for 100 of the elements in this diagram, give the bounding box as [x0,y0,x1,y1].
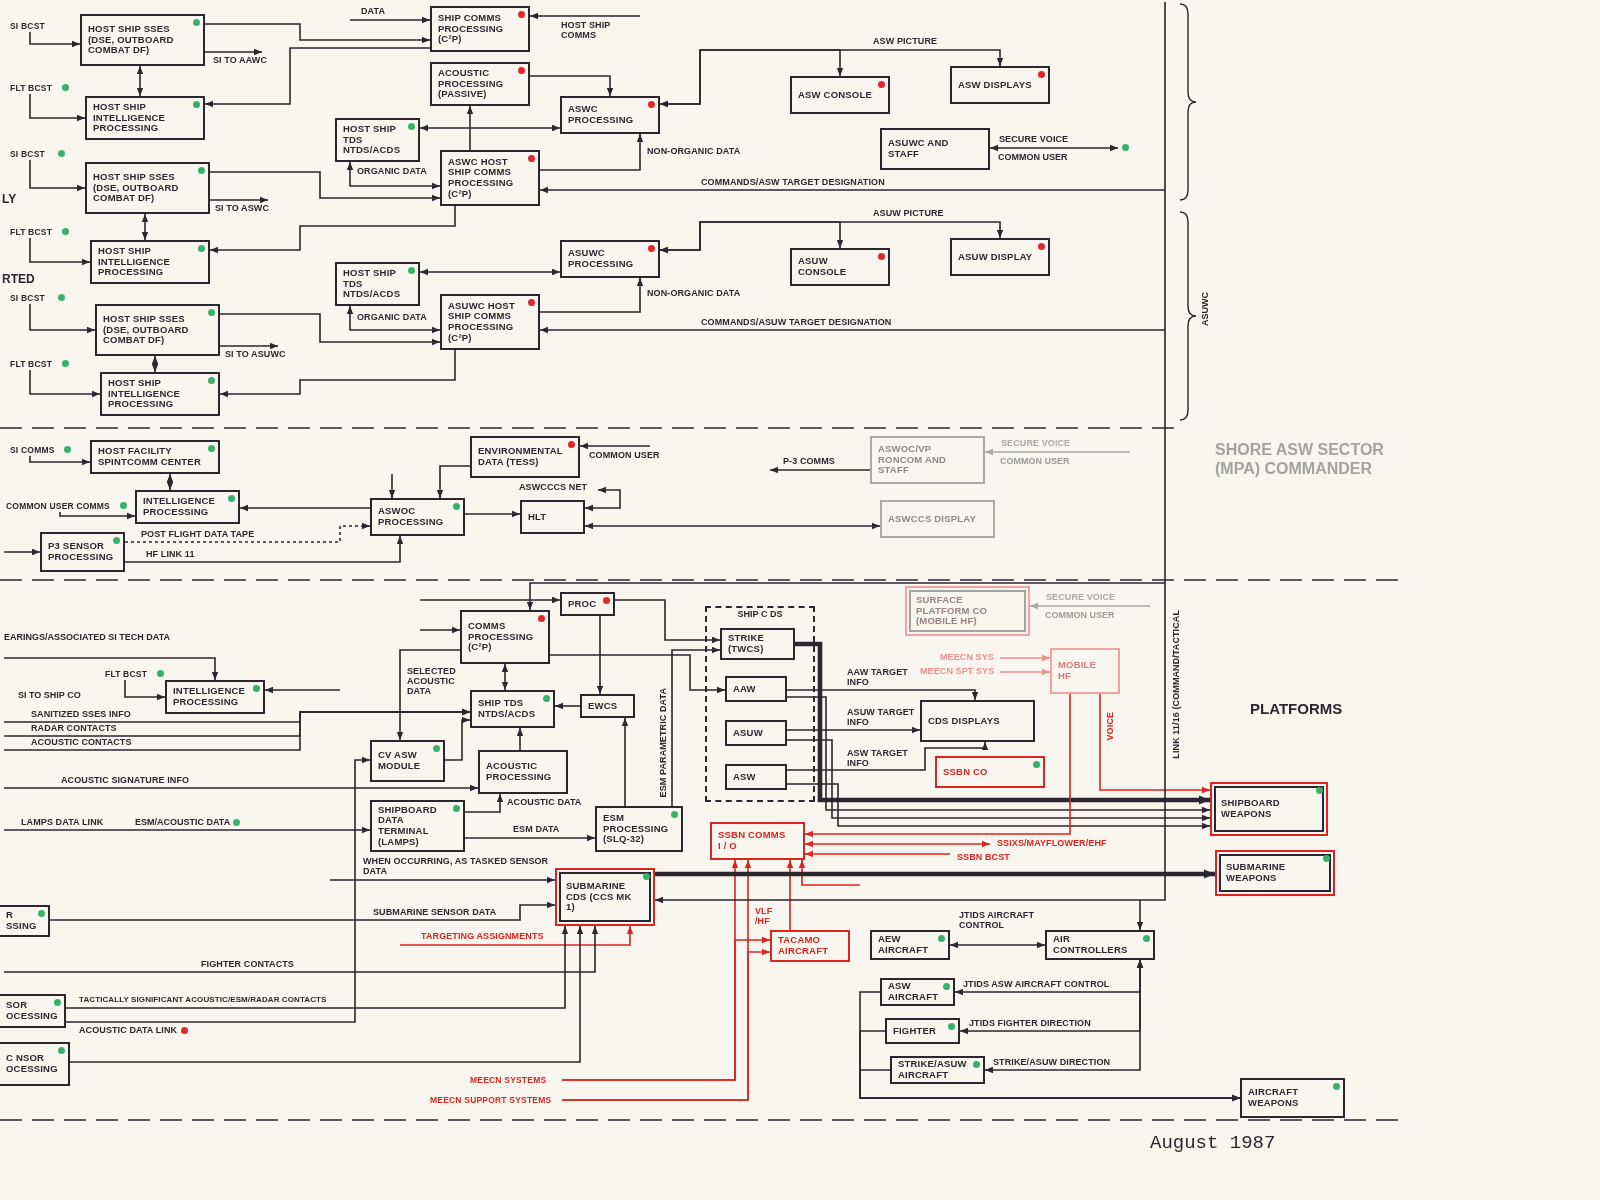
signal-label: MEECN SYSTEMS [470,1074,547,1086]
node-label: INTELLIGENCE PROCESSING [143,496,217,518]
node-label: R SSING [6,910,38,932]
process-box [135,490,240,524]
edge-label: MEECN SPT SYS [919,666,996,676]
arrow [209,205,456,254]
arrow [3,784,479,792]
arrow [786,726,921,734]
arrow [436,465,471,499]
arrow [464,510,521,518]
arrow [614,599,721,644]
process-box [725,764,787,790]
edge-label: SECURE VOICE [1045,592,1117,602]
edge-label: SANITIZED SSES INFO [30,709,132,719]
arrow [3,657,219,681]
node-label: ASW DISPLAYS [958,79,1033,91]
arrow [526,582,1166,611]
arrow [3,708,471,751]
arrow [859,1069,1241,1102]
process-box [165,680,265,714]
arrow [69,925,584,1063]
arrow [29,237,91,266]
annotation-text: EARINGS/ASSOCIATED SI TECH DATA [4,632,170,642]
node-label: HOST SHIP INTELLIGENCE PROCESSING [108,378,182,410]
node-label: HOST SHIP TDS NTDS/ACDS [343,268,402,300]
node-label: HOST SHIP SSES (DSE, OUTBOARD COMBAT DF) [103,314,190,346]
arrow [219,349,456,398]
edge-label: NON-ORGANIC DATA [646,288,742,298]
node-label: SSBN CO [943,766,989,778]
process-box [1240,1078,1345,1118]
edge-label: ASUW PICTURE [872,208,945,218]
arrow [29,455,91,466]
node-label: ASUW [733,727,764,739]
arrow [561,948,771,1101]
edge-label: VOICE [1104,712,1116,741]
edge-label: ASUW TARGET INFO [846,707,916,727]
node-label: SURFACE PLATFORM CO (MOBILE HF) [916,595,989,627]
node-label: AAW [733,683,757,695]
arrow [804,693,1071,838]
arrow [999,654,1051,662]
edge-label: TACTICALLY SIGNIFICANT ACOUSTIC/ESM/RADAR CONTACTS [78,995,328,1005]
arrow [786,741,989,771]
process-box [720,628,795,660]
node-label: ASW [733,771,757,783]
edge-label: ASWCCCS NET [518,482,589,492]
node-label: ENVIRONMENTAL DATA (TESS) [478,446,564,468]
edge-label: ACOUSTIC CONTACTS [30,737,133,747]
double-arrow [346,161,441,190]
process-box [1050,648,1120,694]
arrow [529,12,641,20]
double-arrow [659,49,1004,108]
double-arrow [419,124,561,132]
signal-label: MEECN SUPPORT SYSTEMS [430,1094,552,1106]
edge-label: ACOUSTIC DATA LINK [78,1025,179,1035]
arrow [596,615,604,695]
arrow [539,326,1166,334]
process-box [870,930,950,960]
arrow [124,522,371,543]
arrow [655,869,1215,879]
node-label: AEW AIRCRAFT [878,934,930,956]
edge-label: MEECN SYS [939,652,995,662]
node-label: STRIKE (TWCS) [728,633,766,655]
edge-label: RADAR CONTACTS [30,723,118,733]
process-box [370,800,465,852]
process-box [470,690,555,728]
arrow [786,696,1211,814]
process-box [920,700,1035,742]
process-box [560,240,660,278]
node-label: HOST SHIP INTELLIGENCE PROCESSING [98,246,172,278]
process-box [90,240,210,284]
edge-label: SSBN BCST [956,852,1011,862]
arrow [1099,693,1211,794]
edge-label: LINK 11/16 (COMMAND/TACTICAL [1170,610,1182,759]
process-box [770,930,850,962]
node-label: EWCS [588,700,619,712]
process-box [335,118,420,162]
arrow [399,925,634,946]
arrow [3,826,371,834]
node-label: ACOUSTIC PROCESSING (PASSIVE) [438,68,505,100]
node-label: ASWCCS DISPLAY [888,513,977,525]
edge-label: STRIKE/ASUW DIRECTION [992,1057,1112,1067]
process-box [580,694,635,718]
node-label: CDS DISPLAYS [928,715,1001,727]
process-box [100,372,220,416]
arrow [561,936,771,1081]
arrow [219,342,279,350]
edge-label: ORGANIC DATA [356,166,428,176]
arrow [671,646,721,807]
arrow [549,654,726,694]
region-label: RTED [2,272,35,286]
arrow [1029,602,1151,610]
double-arrow [949,941,1046,949]
process-box [370,740,445,782]
arrow [786,739,1211,822]
arrow [539,133,644,171]
annotation-text: ESM/ACOUSTIC DATA [135,817,231,827]
process-box [1045,930,1155,960]
region-label: ASUWC [1200,292,1210,326]
process-box [885,1018,960,1044]
process-box [85,162,210,214]
